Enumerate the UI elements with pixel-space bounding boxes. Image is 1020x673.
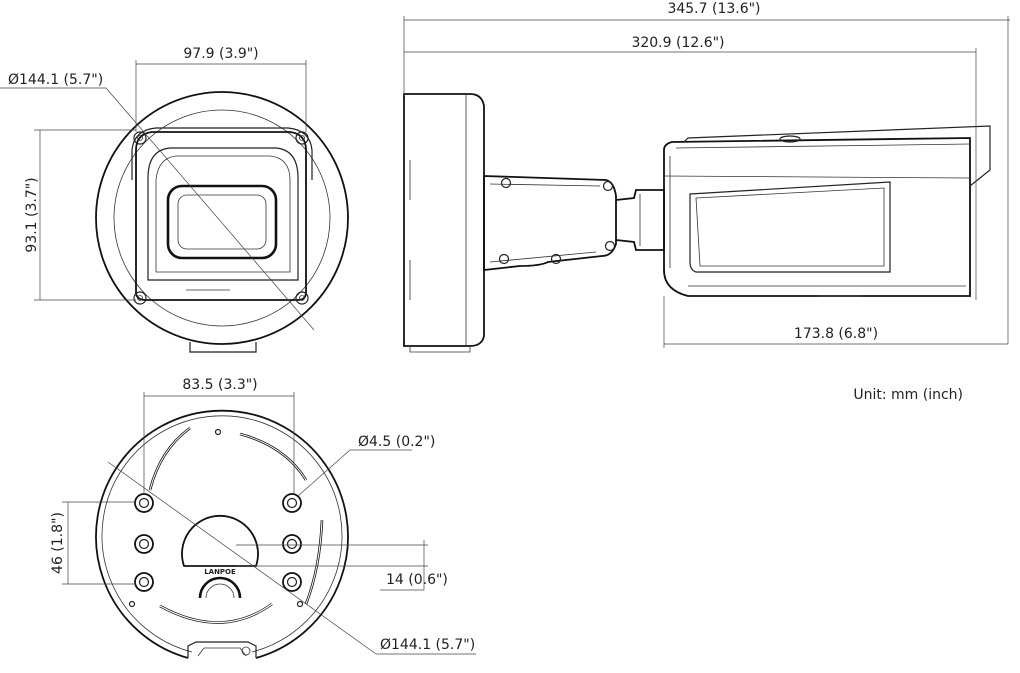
base-hole-icon (134, 534, 154, 554)
front-diameter-label: Ø144.1 (5.7") (8, 72, 103, 88)
front-height-label: 93.1 (3.7") (24, 177, 40, 252)
side-window (689, 181, 891, 273)
side-screw-icon (604, 240, 616, 252)
front-screw-icon (295, 131, 309, 145)
front-mount-tab (189, 342, 257, 353)
side-arm (483, 175, 617, 272)
base-view: LANPOE 83.5 (3.3") Ø4.5 (0.2") 46 (1.8")… (50, 377, 476, 659)
base-hole-icon (134, 493, 154, 513)
front-width-label: 97.9 (3.9") (183, 46, 258, 62)
side-top-button (779, 135, 801, 143)
side-overall-length-label: 345.7 (13.6") (667, 1, 760, 17)
base-diameter-label: Ø144.1 (5.7") (380, 637, 475, 653)
base-hole-diameter-label: Ø4.5 (0.2") (358, 434, 435, 450)
base-hole-icon (282, 534, 302, 554)
side-sunshade (683, 125, 991, 187)
base-offset-label: 14 (0.6") (386, 572, 448, 588)
side-screw-icon (602, 180, 614, 192)
base-slot-bottom (159, 602, 273, 624)
side-screw-icon (498, 253, 510, 265)
base-vertical-label: 46 (1.8") (50, 512, 66, 574)
base-hole-icon (282, 572, 302, 592)
side-view: 345.7 (13.6") 320.9 (12.6") 173.8 (6.8") (403, 1, 1010, 353)
base-span-label: 83.5 (3.3") (182, 377, 257, 393)
unit-note: Unit: mm (inch) (853, 387, 963, 403)
front-lens-window (166, 184, 278, 260)
base-cable-entry (181, 515, 259, 567)
front-hood-inner (155, 155, 291, 273)
base-diameter-leader (107, 461, 377, 655)
base-hole-icon (282, 493, 302, 513)
front-lens-glass (177, 194, 267, 250)
side-body-length-label: 173.8 (6.8") (794, 326, 878, 342)
front-view: 97.9 (3.9") Ø144.1 (5.7") 93.1 (3.7") (0, 46, 349, 353)
front-screw-icon (133, 131, 147, 145)
front-housing (135, 131, 307, 301)
side-screw-icon (500, 177, 512, 189)
side-mount-base (403, 93, 485, 347)
side-housing-length-label: 320.9 (12.6") (631, 35, 724, 51)
front-hood (147, 147, 299, 281)
base-slot-left (148, 426, 191, 491)
base-tab (187, 641, 257, 658)
side-screw-icon (550, 253, 562, 265)
front-sunshade (131, 127, 313, 180)
base-hole-leader (297, 449, 351, 497)
side-camera-body (663, 137, 971, 297)
front-screw-icon (295, 291, 309, 305)
front-inner-ring (113, 109, 331, 327)
base-hole-icon (134, 572, 154, 592)
base-outer-ring (95, 409, 349, 659)
front-screw-icon (133, 291, 147, 305)
base-cable-hole (198, 576, 242, 599)
front-outer-ring (95, 91, 349, 345)
base-brand-mark: LANPOE (204, 568, 236, 576)
base-slot-right-lower (304, 519, 324, 605)
